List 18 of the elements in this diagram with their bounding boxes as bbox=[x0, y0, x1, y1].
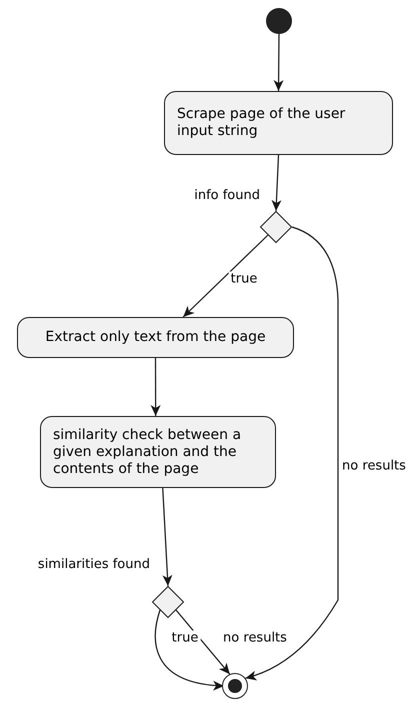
arrow bbox=[245, 226, 339, 680]
activity-box bbox=[164, 91, 393, 155]
activity-box bbox=[40, 416, 276, 488]
arrow bbox=[154, 610, 224, 690]
condition-label: similarities found bbox=[38, 557, 150, 572]
end-node bbox=[222, 673, 248, 699]
activity-text: Scrape page of the user input string bbox=[177, 106, 346, 140]
arrow bbox=[150, 358, 161, 416]
activity-text: similarity check between a given explanation and the contents of the page bbox=[53, 426, 242, 478]
arrow bbox=[176, 610, 230, 675]
arrow bbox=[274, 34, 284, 91]
arrow bbox=[182, 234, 268, 318]
condition-label: info found bbox=[194, 188, 260, 203]
activity-box bbox=[17, 317, 294, 358]
start-node bbox=[266, 8, 292, 34]
arrow bbox=[272, 154, 282, 212]
activity-text: Extract only text from the page bbox=[45, 329, 266, 346]
arrow bbox=[162, 488, 172, 586]
